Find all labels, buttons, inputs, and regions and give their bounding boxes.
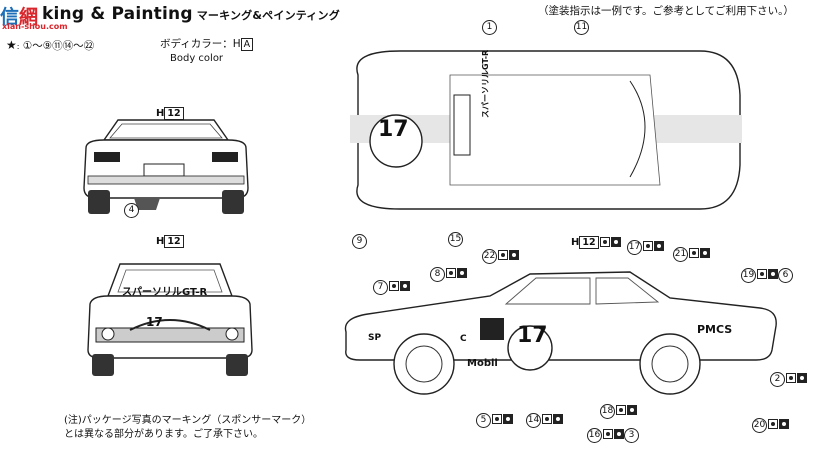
front-banner: スパーソリルGT-R xyxy=(122,287,208,298)
front-view-drawing xyxy=(87,263,253,376)
side-callout-18: 18 xyxy=(600,404,637,419)
side-callout-22: 22 xyxy=(482,249,519,264)
rear-callout-4: 4 xyxy=(124,203,139,218)
package-note: (注)パッケージ写真のマーキング（スポンサーマーク） とは異なる部分があります。… xyxy=(64,415,312,440)
side-callout-7: 7 xyxy=(373,280,410,295)
sponsor-mobil: Mobil xyxy=(467,358,498,369)
body-color-en: Body color xyxy=(170,53,224,64)
top-callout-15: 15 xyxy=(448,232,463,247)
top-callout-1: 1 xyxy=(482,20,497,35)
side-callout-8: 8 xyxy=(430,267,467,282)
top-callout-9: 9 xyxy=(352,234,367,249)
top-stripe-text: スパーソリルGT-R xyxy=(481,49,490,118)
top-number: 17 xyxy=(378,117,409,142)
side-callout-20: 20 xyxy=(752,418,789,433)
rear-view-drawing xyxy=(83,119,249,214)
sponsor-c: C xyxy=(460,334,467,344)
top-callout-11: 11 xyxy=(574,20,589,35)
side-callout-14: 14 xyxy=(526,413,563,428)
paint-note: （塗装指示は一例です。ご参考としてご利用下さい。） xyxy=(538,5,794,17)
watermark-logo: 信網 xyxy=(0,6,39,28)
sponsor-pmcs: PMCS xyxy=(697,323,733,336)
side-callout-21: 21 xyxy=(673,247,710,262)
side-view-drawing xyxy=(344,271,777,395)
side-callout-5: 5 xyxy=(476,413,513,428)
side-number: 17 xyxy=(517,323,548,348)
sponsor-sp: SP xyxy=(368,333,382,343)
side-callout-2: 2 xyxy=(770,372,807,387)
side-callout-17: 17 xyxy=(627,240,664,255)
decal-range: ★: ①～⑨⑪⑭～㉒ xyxy=(6,38,95,52)
watermark-url: xian-shou.com xyxy=(2,22,68,31)
top-view-drawing xyxy=(350,50,742,210)
star-icon: ★ xyxy=(6,38,17,52)
front-number: 17 xyxy=(146,315,163,329)
